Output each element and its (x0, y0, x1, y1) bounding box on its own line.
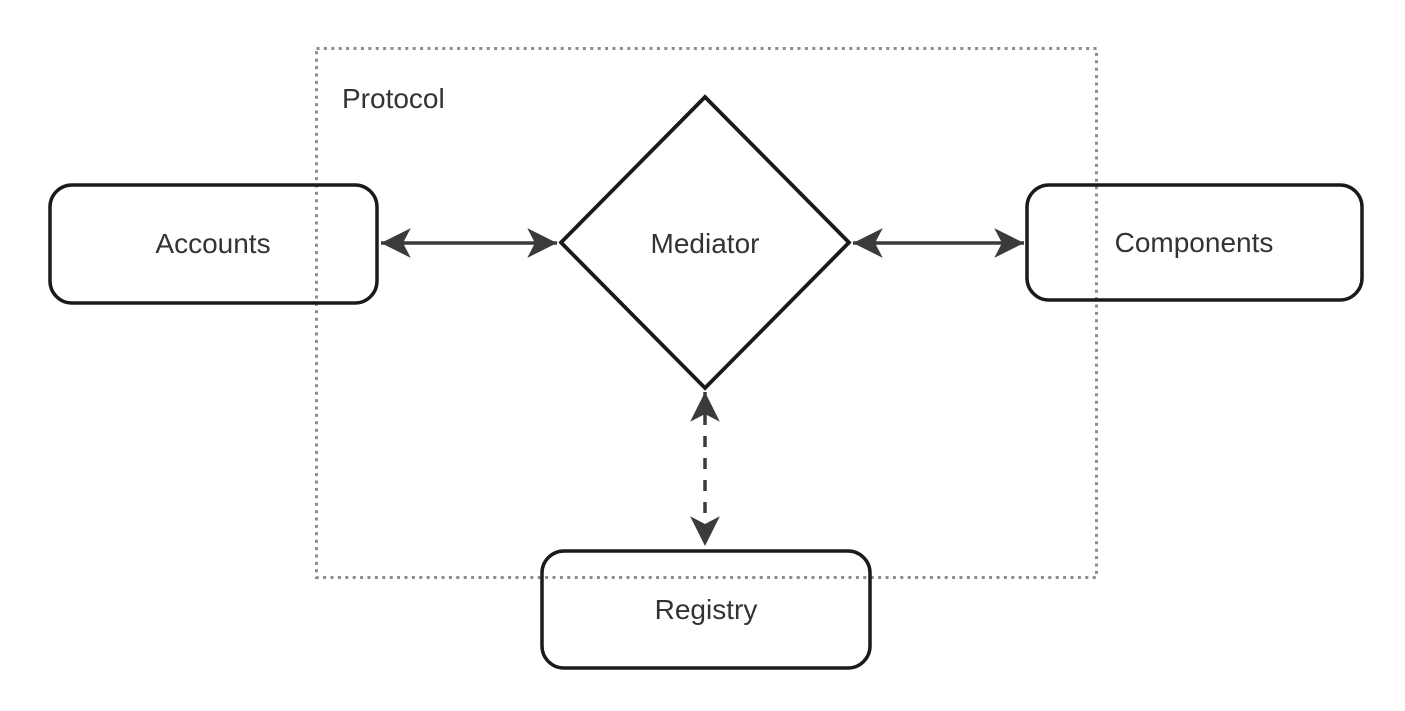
protocol-group-label: Protocol (342, 83, 445, 114)
node-registry (540, 549, 872, 670)
protocol-group-frame (315, 47, 1098, 579)
node-accounts (48, 183, 379, 305)
node-mediator (558, 94, 852, 391)
node-components-label: Components (1115, 227, 1274, 258)
node-components (1025, 183, 1364, 302)
node-accounts-label: Accounts (155, 228, 270, 259)
node-mediator-label: Mediator (651, 228, 760, 259)
node-registry-label: Registry (655, 594, 758, 625)
